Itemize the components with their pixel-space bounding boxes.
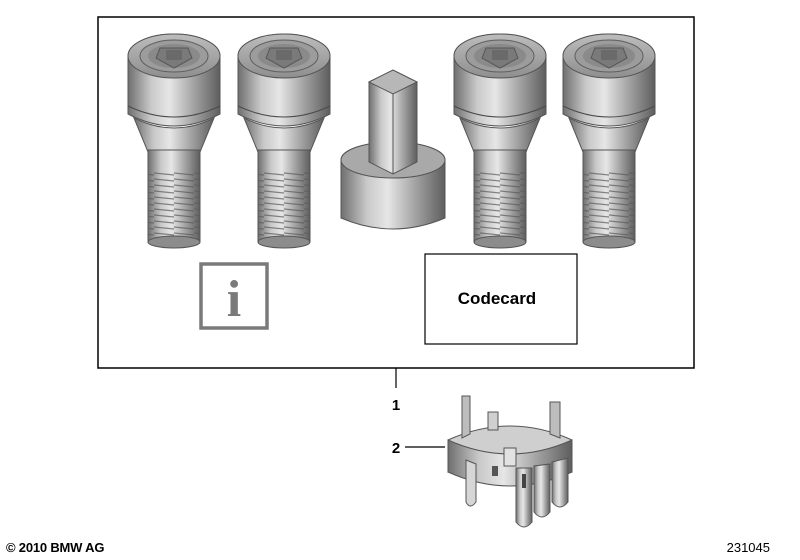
adapter-key-icon bbox=[340, 69, 446, 230]
wheel-lock-bolt-icon bbox=[127, 33, 221, 249]
info-icon: i bbox=[199, 262, 269, 330]
image-number: 231045 bbox=[726, 540, 770, 555]
codecard-icon: Codecard bbox=[424, 253, 578, 345]
part-label-1: 1 bbox=[392, 397, 400, 414]
bolt-holder-clip-icon bbox=[447, 395, 573, 528]
wheel-lock-bolt-icon bbox=[453, 33, 547, 249]
wheel-lock-bolt-icon bbox=[237, 33, 331, 249]
part-label-2: 2 bbox=[392, 440, 400, 457]
info-glyph: i bbox=[227, 271, 241, 328]
codecard-label: Codecard bbox=[458, 289, 536, 308]
copyright-text: © 2010 BMW AG bbox=[6, 540, 105, 555]
wheel-lock-bolt-icon bbox=[562, 33, 656, 249]
